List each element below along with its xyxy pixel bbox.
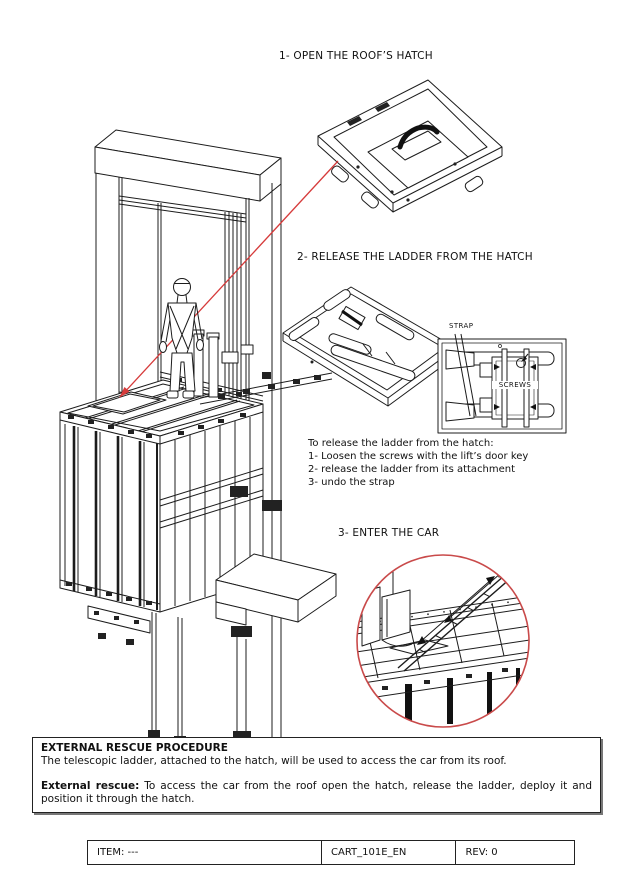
hatch-handle (391, 124, 442, 161)
hatch-slot (347, 116, 362, 126)
lift-shaft-diagram (59, 129, 339, 746)
rescue-box-body: To access the car from the roof open the… (41, 780, 592, 805)
rescue-box-title: EXTERNAL RESCUE PROCEDURE (41, 742, 228, 754)
instruction-item: 1- Loosen the screws with the lift’s doo… (308, 451, 529, 462)
title-block-code: CART_101E_EN (322, 841, 457, 864)
screws-label: SCREWS (492, 381, 538, 389)
ladder-on-hatch-diagram (282, 286, 457, 407)
rooftop-equipment (191, 329, 333, 405)
extension-arrows (417, 570, 504, 645)
car-body (59, 403, 282, 645)
title-block-item: ITEM: --- (88, 841, 323, 864)
step1-title: 1- OPEN THE ROOF’S HATCH (279, 50, 433, 62)
instruction-item: 3- undo the strap (308, 477, 395, 488)
rescue-box-lead: External rescue: (41, 780, 140, 792)
rescue-box-intro: The telescopic ladder, attached to the h… (41, 755, 507, 767)
enter-car-detail-diagram (356, 554, 530, 728)
rescue-procedure-box: EXTERNAL RESCUE PROCEDURE The telescopic… (32, 737, 601, 813)
roof-hatch-outline (87, 391, 167, 415)
step3-title: 3- ENTER THE CAR (338, 527, 440, 539)
detail-circle (356, 554, 530, 728)
roof-hatch-diagram (317, 79, 503, 213)
instructions-intro: To release the ladder from the hatch: (308, 438, 494, 449)
red-leader-line (119, 160, 339, 398)
release-instructions: To release the ladder from the hatch: 1-… (308, 437, 528, 489)
rescue-box-paragraph: External rescue: To access the car from … (41, 780, 592, 806)
step2-title: 2- RELEASE THE LADDER FROM THE HATCH (297, 251, 533, 263)
side-panel (361, 586, 381, 647)
strap-label: STRAP (449, 322, 474, 330)
instruction-item: 2- release the ladder from its attachmen… (308, 464, 516, 475)
ladder-bracket (338, 305, 366, 331)
open-hatch-lid (381, 589, 411, 641)
title-block: ITEM: --- CART_101E_EN REV: 0 (87, 840, 575, 865)
deployed-ladder (397, 574, 512, 672)
strap-line (460, 333, 477, 417)
landing-platform (215, 553, 337, 746)
strap-line (454, 333, 471, 417)
hatch-opening (389, 639, 449, 655)
person-figure (159, 278, 204, 399)
car-roof (59, 371, 264, 437)
title-block-rev: REV: 0 (465, 847, 498, 858)
hatch-slot (375, 102, 390, 112)
